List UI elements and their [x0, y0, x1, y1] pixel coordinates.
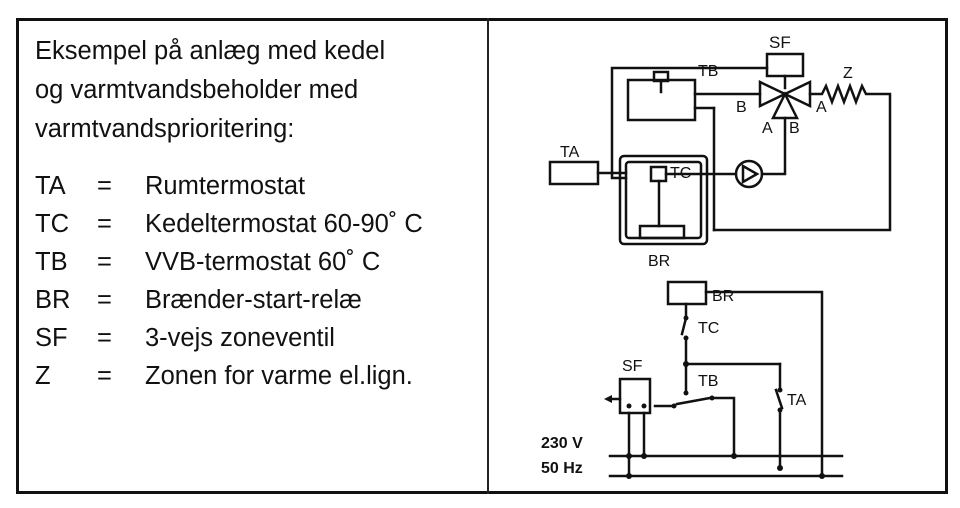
legend-description: 3-vejs zoneventil: [145, 324, 335, 352]
tb-terminal-common: [683, 390, 689, 396]
label-br: BR: [648, 253, 670, 270]
label-230v: 230 V: [541, 435, 583, 452]
legend-row-tc: TC = Kedeltermostat 60-90˚ C: [35, 210, 485, 244]
sf-motor-box: [618, 377, 652, 415]
column-divider: [487, 18, 489, 494]
label-ta-contact: TA: [787, 392, 807, 409]
tb-terminal-no: [709, 395, 715, 401]
label-valve-b-bottom: B: [789, 120, 800, 137]
tb-no-wire: [712, 396, 736, 458]
legend-description: Rumtermostat: [145, 172, 306, 200]
label-ta: TA: [560, 144, 580, 161]
tc-contact: [680, 316, 688, 336]
label-br-relay: BR: [712, 288, 734, 305]
legend-row-ta: TA = Rumtermostat: [35, 172, 485, 206]
legend-equals: =: [97, 248, 112, 276]
label-sf-motor: SF: [622, 358, 643, 375]
legend-equals: =: [97, 362, 112, 390]
schematic-diagram: SF TB Z B A A B TA TC BR BR TC SF TB TA …: [541, 33, 892, 479]
label-50hz: 50 Hz: [541, 460, 583, 477]
legend-equals: =: [97, 210, 112, 238]
label-sf: SF: [769, 33, 791, 52]
label-z: Z: [843, 65, 853, 82]
legend-row-z: Z = Zonen for varme el.lign.: [35, 362, 485, 396]
legend-row-sf: SF = 3-vejs zoneventil: [35, 324, 485, 358]
figure-frame: [16, 18, 948, 494]
tc-terminal-top: [683, 315, 689, 321]
ta-terminal-bottom: [777, 407, 783, 413]
bus-node-1: [626, 453, 632, 459]
bus-node-3: [731, 453, 737, 459]
tb-terminal-nc: [671, 403, 677, 409]
label-tb: TB: [698, 63, 718, 80]
legend-description: VVB-termostat 60˚ C: [145, 248, 381, 276]
label-tb-contact: TB: [698, 373, 718, 390]
legend-abbr: Z: [35, 362, 51, 390]
sf-lever-arrow: [604, 395, 612, 403]
tc-sensor: [649, 165, 668, 183]
br-relay-box: [666, 280, 708, 306]
bus-node-5: [626, 473, 632, 479]
label-valve-a-bottom: A: [762, 120, 773, 137]
boiler-outer: [618, 154, 709, 246]
legend-abbr: SF: [35, 324, 68, 352]
sf-actuator-box: [765, 52, 805, 78]
ta-contact: [774, 388, 784, 410]
intro-line-2: og varmtvandsbeholder med: [35, 76, 359, 104]
ta-terminal-top: [777, 387, 783, 393]
legend-description: Brænder-start-relæ: [145, 286, 362, 314]
legend-abbr: BR: [35, 286, 71, 314]
legend-abbr: TB: [35, 248, 68, 276]
legend-abbr: TA: [35, 172, 66, 200]
intro-text: Eksempel på anlæg med kedel og varmtvand…: [35, 32, 475, 149]
intro-line-3: varmtvandsprioritering:: [35, 115, 295, 143]
legend-description: Zonen for varme el.lign.: [145, 362, 413, 390]
pump-arrow: [741, 163, 760, 185]
bus-node-2: [641, 453, 647, 459]
legend-equals: =: [97, 324, 112, 352]
ta-box: [548, 160, 600, 186]
tb-contact: [675, 396, 712, 406]
tc-terminal-bottom: [683, 335, 689, 341]
tb-node: [683, 361, 689, 367]
burner-relay-box: [638, 224, 686, 240]
bus-node-4: [777, 465, 783, 471]
zone-z-loop: [712, 82, 892, 232]
br-return-wire: [704, 290, 824, 478]
sf-terminal-1: [626, 403, 632, 409]
legend-equals: =: [97, 286, 112, 314]
label-tc: TC: [670, 165, 691, 182]
legend-abbr: TC: [35, 210, 69, 238]
legend-row-tb: TB = VVB-termostat 60˚ C: [35, 248, 485, 282]
label-valve-a: A: [816, 99, 827, 116]
label-valve-b: B: [736, 99, 747, 116]
intro-line-1: Eksempel på anlæg med kedel: [35, 37, 386, 65]
pump-to-valve-pipe: [760, 116, 787, 176]
legend-description: Kedeltermostat 60-90˚ C: [145, 210, 423, 238]
bus-node-6: [819, 473, 825, 479]
legend-row-br: BR = Brænder-start-relæ: [35, 286, 485, 320]
legend-equals: =: [97, 172, 112, 200]
label-tc-contact: TC: [698, 320, 719, 337]
sf-terminal-2: [641, 403, 647, 409]
